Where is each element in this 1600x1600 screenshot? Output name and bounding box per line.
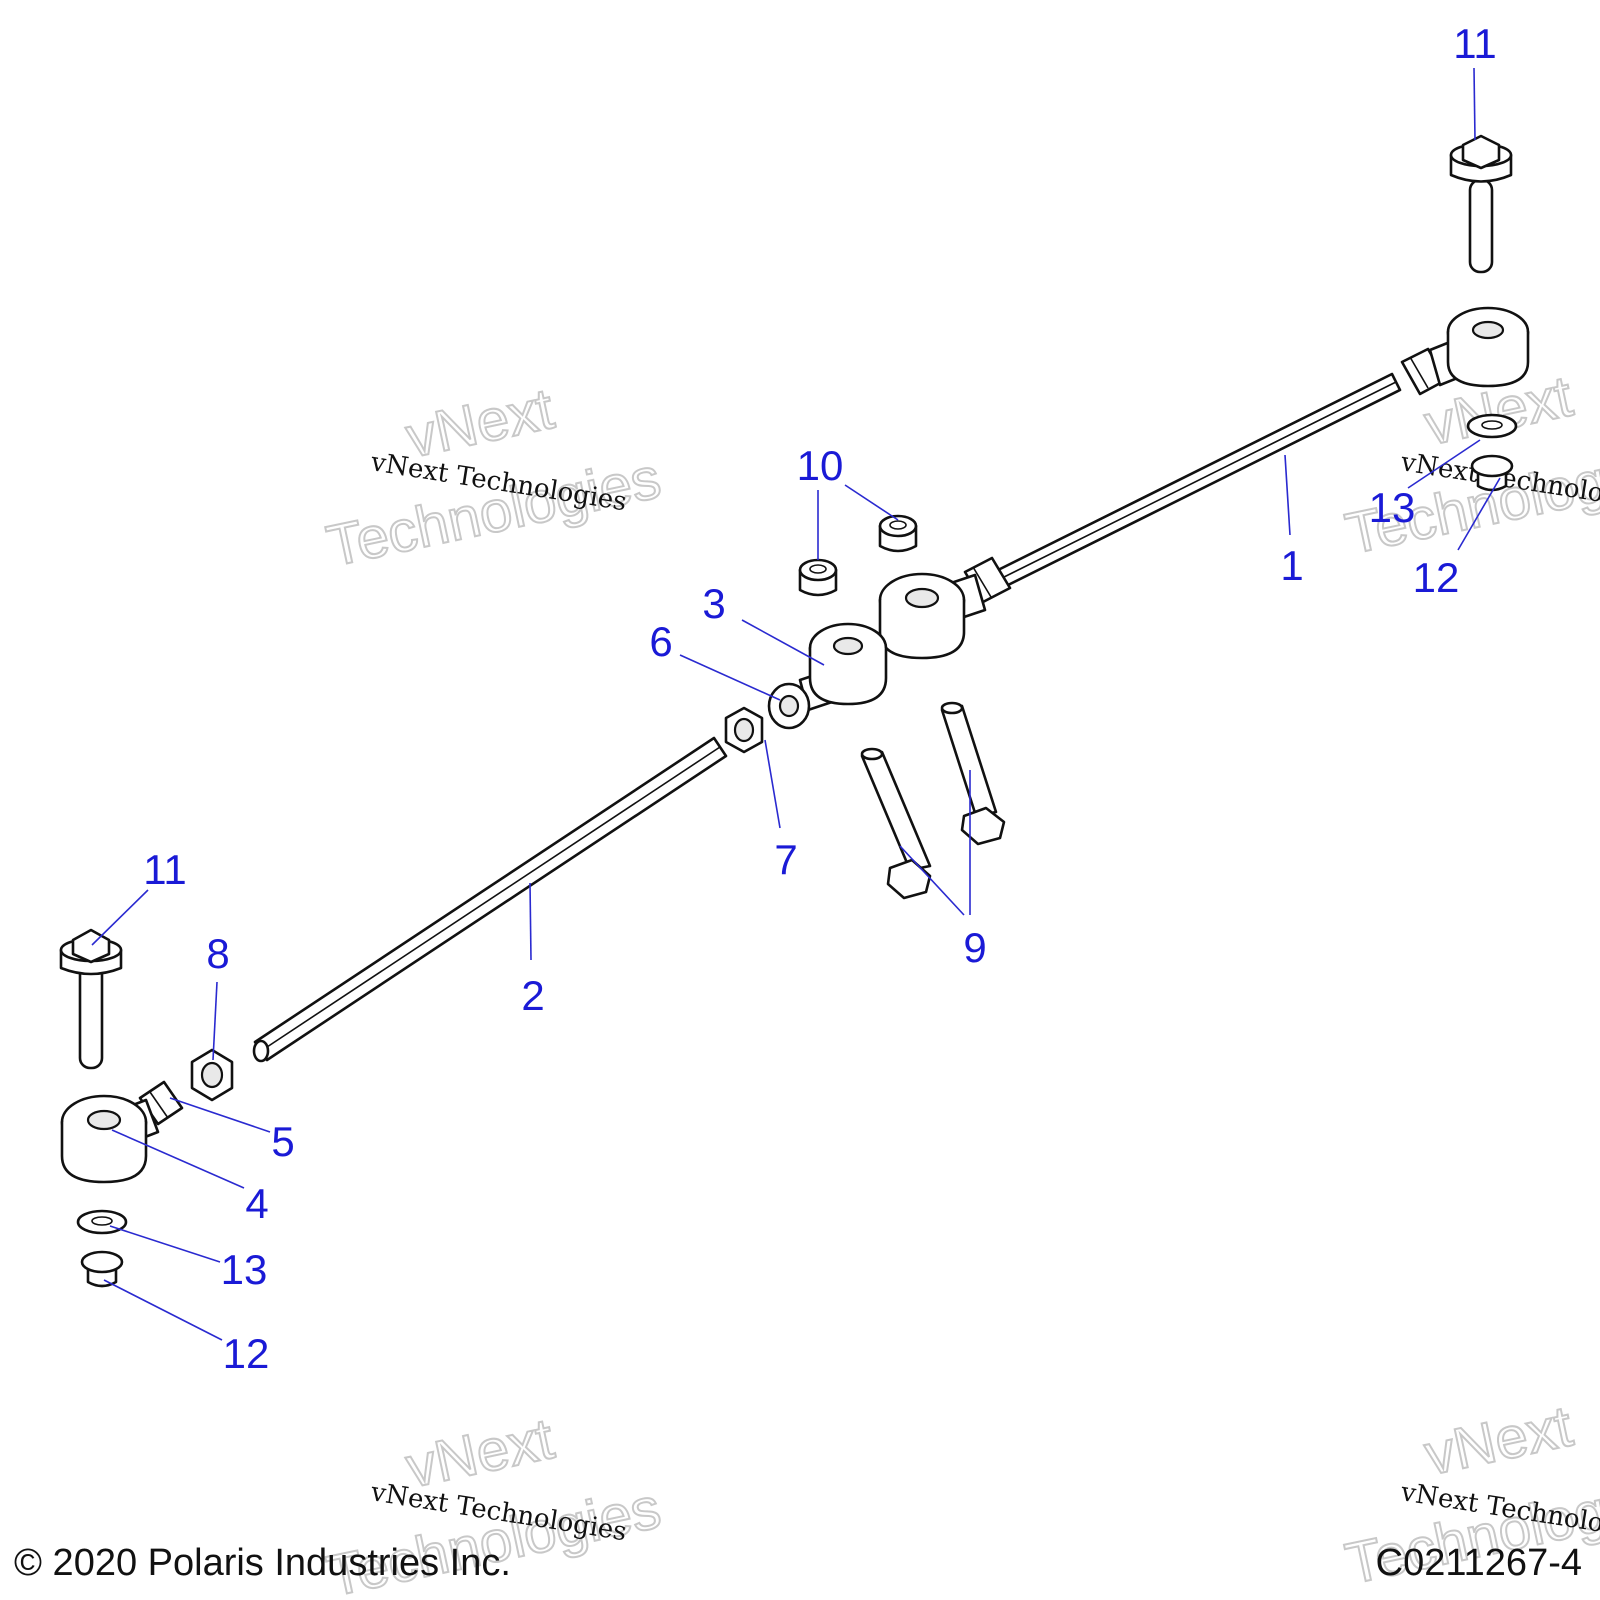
callout-1: 1 — [1280, 542, 1303, 589]
part-7-hex-nut — [724, 706, 764, 754]
drawing-number: C0211267-4 — [1375, 1542, 1582, 1584]
callout-5: 5 — [271, 1118, 294, 1165]
callout-12-right: 12 — [1413, 554, 1460, 601]
part-10-nut-b — [878, 514, 918, 553]
leader-lines — [91, 67, 1501, 1341]
part-13-washer-right — [1466, 413, 1518, 439]
callout-11-left: 11 — [143, 846, 187, 893]
part-9-bolt-a — [860, 747, 932, 900]
part-12-flange-nut-right — [1470, 454, 1514, 492]
part-12-flange-nut-left — [80, 1250, 124, 1288]
callout-13-right: 13 — [1369, 484, 1416, 531]
callout-6: 6 — [649, 618, 672, 665]
callout-9: 9 — [963, 924, 986, 971]
part-10-nut-a — [798, 558, 838, 597]
callout-7: 7 — [774, 836, 797, 883]
callout-13-left: 13 — [221, 1246, 268, 1293]
part-11-bolt-top — [1449, 134, 1513, 274]
callout-labels: 11 1 13 12 10 3 6 7 9 2 11 8 5 4 13 12 — [143, 20, 1497, 1377]
callout-4: 4 — [245, 1180, 268, 1227]
callout-11-top: 11 — [1453, 20, 1497, 67]
callout-3: 3 — [702, 580, 725, 627]
part-3-rod-end-center — [798, 622, 888, 712]
part-1-tie-rod — [878, 306, 1530, 660]
part-4-rod-end-left — [60, 1094, 160, 1184]
callout-12-left: 12 — [223, 1330, 270, 1377]
watermark-big-line-1: vNext — [1419, 1394, 1578, 1488]
part-6-spacer — [767, 682, 811, 730]
callout-10: 10 — [797, 442, 844, 489]
part-11-bolt-left — [59, 928, 123, 1070]
callout-2: 2 — [521, 972, 544, 1019]
copyright-text: © 2020 Polaris Industries Inc. — [14, 1542, 511, 1584]
part-9-bolt-b — [940, 701, 1006, 846]
part-8-hex-nut — [190, 1048, 234, 1102]
callout-8: 8 — [206, 930, 229, 977]
part-2-threaded-rod — [252, 736, 728, 1063]
